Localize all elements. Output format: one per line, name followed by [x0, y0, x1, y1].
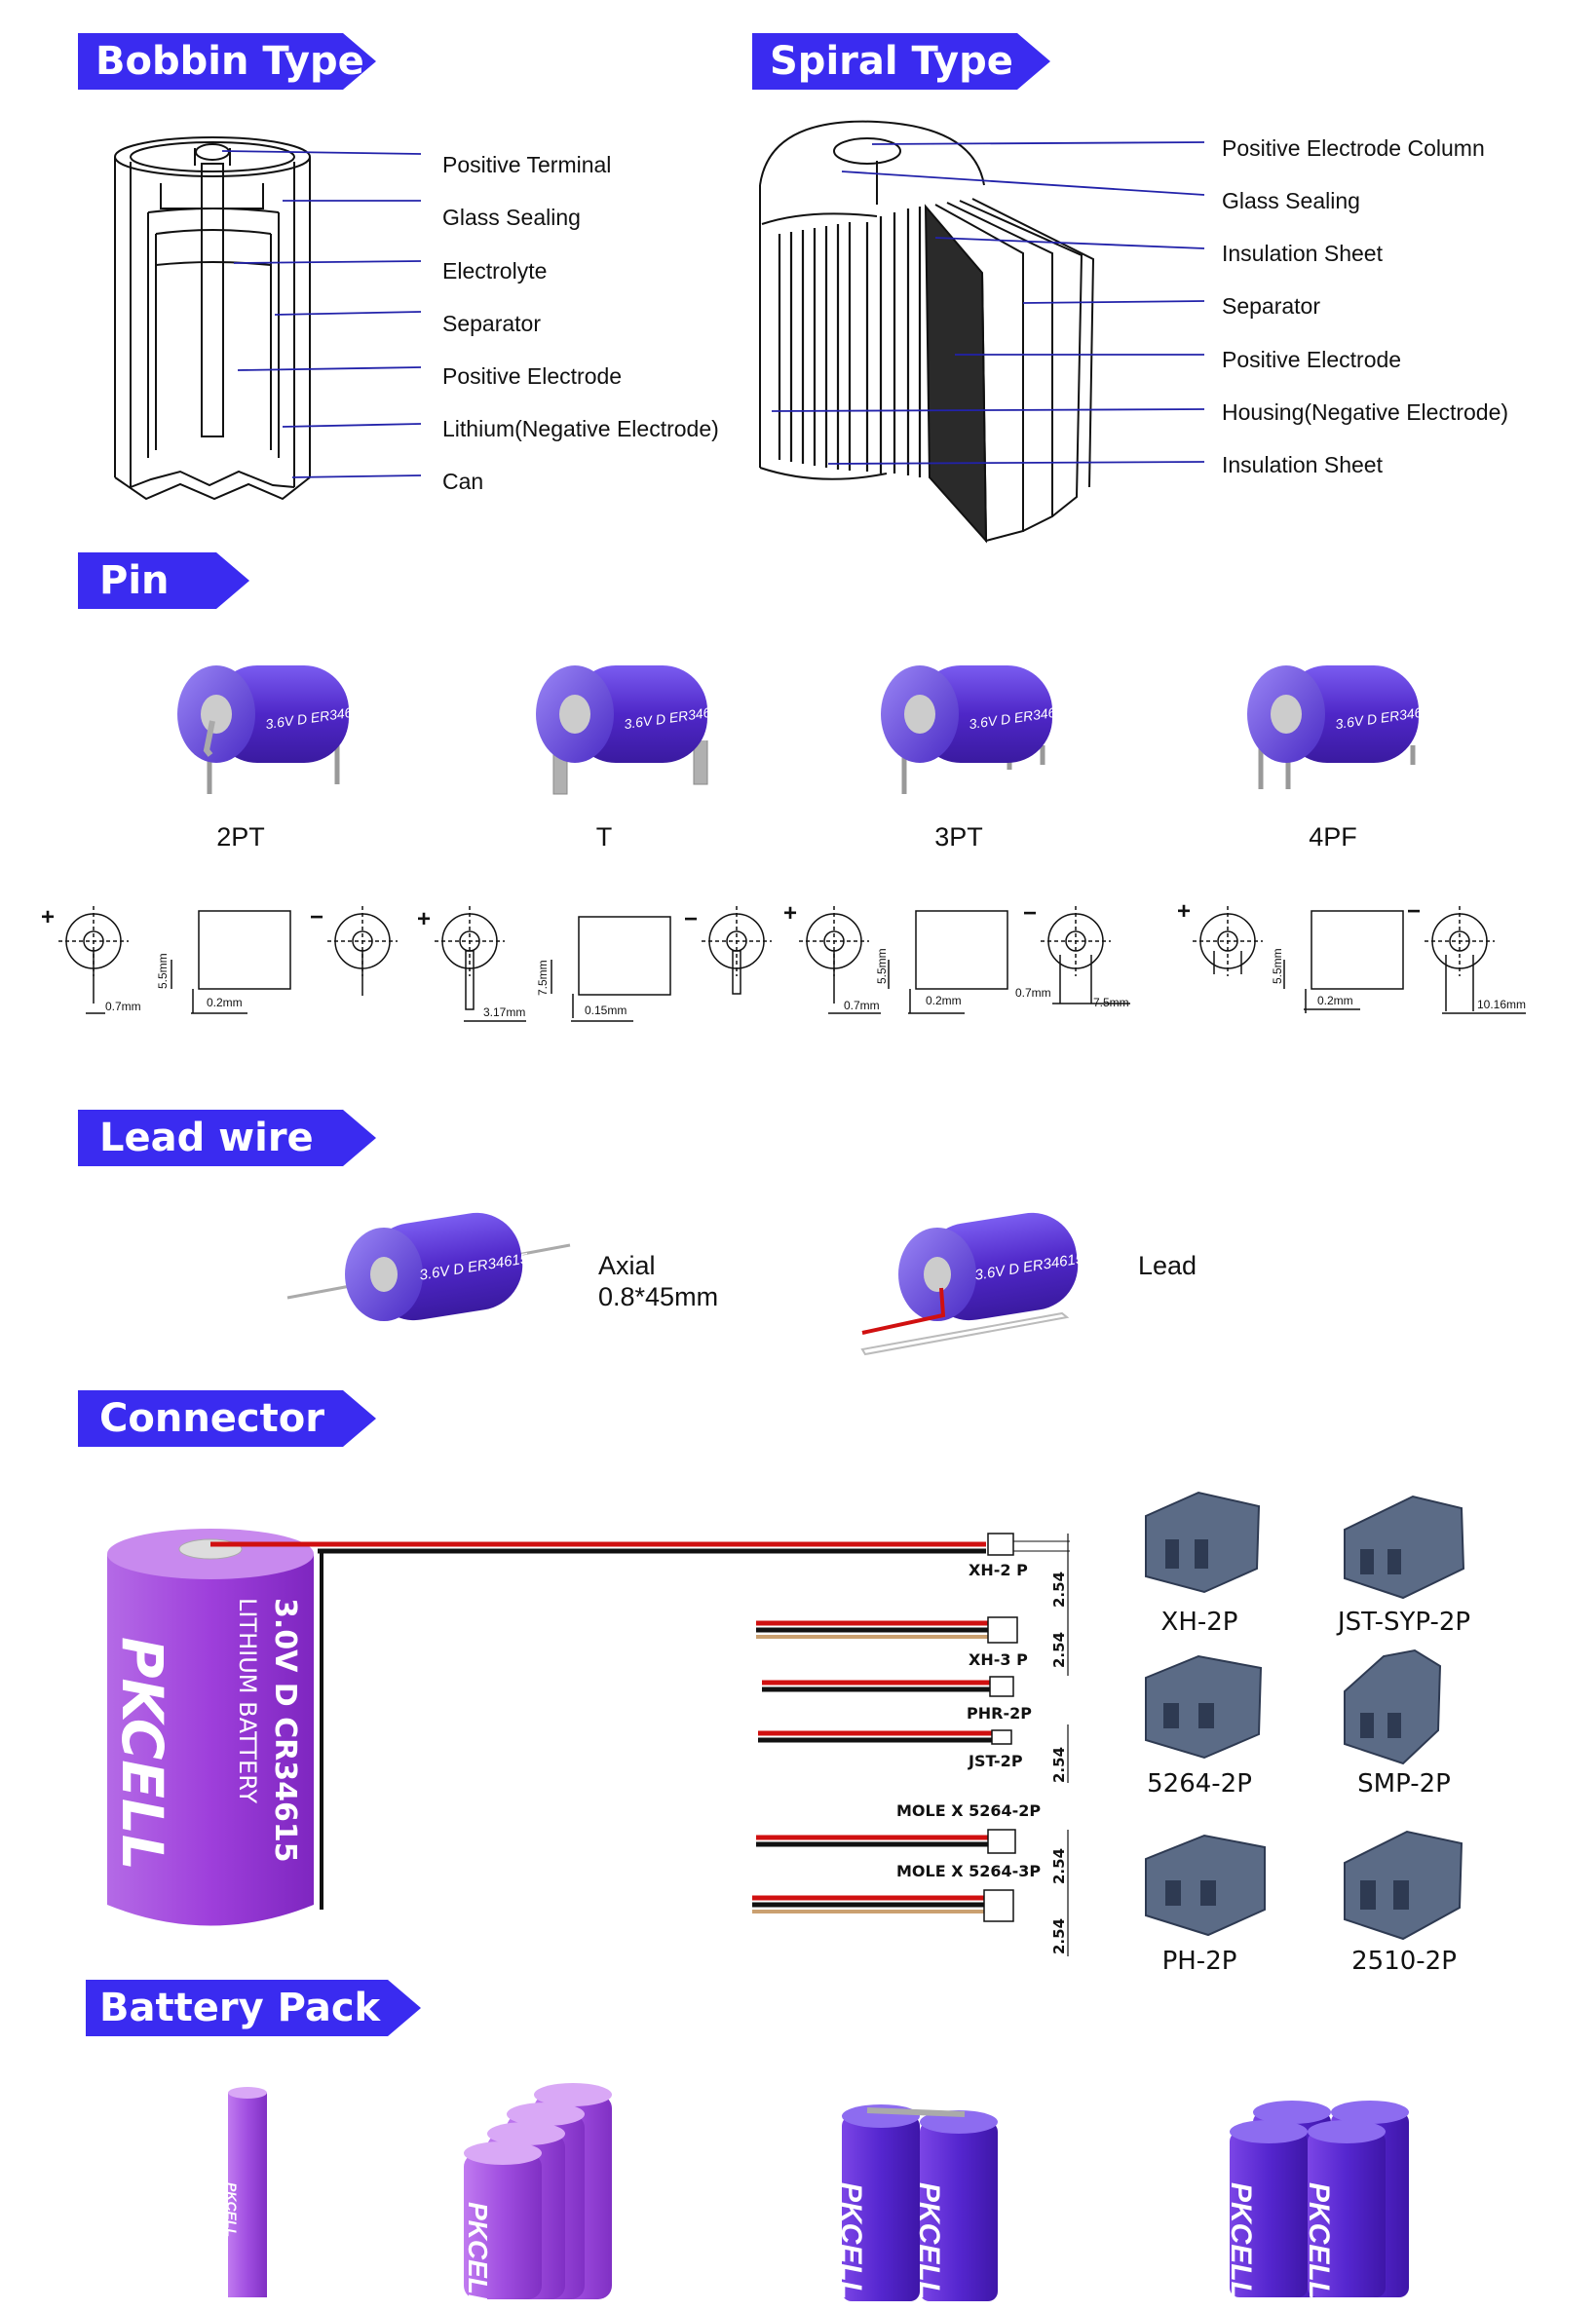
polarity-minus-3: −: [1023, 900, 1038, 927]
bobbin-label-positive-terminal: Positive Terminal: [442, 152, 612, 177]
pack-brand-stick: PKCELL: [224, 2182, 240, 2237]
big-battery-with-wires: [107, 1529, 1070, 1956]
polarity-plus-4: +: [1177, 898, 1192, 925]
wire-label-molex-5264-2p: MOLE X 5264-2P: [896, 1801, 1042, 1820]
spiral-cutaway-diagram: [759, 120, 1205, 544]
polarity-plus-3: +: [783, 900, 798, 927]
pack-brand-pair-1: PKCELL: [835, 2182, 867, 2299]
lead-wire-axial-size: 0.8*45mm: [598, 1282, 719, 1311]
polarity-minus-4: −: [1407, 898, 1422, 925]
bobbin-label-lithium: Lithium(Negative Electrode): [442, 416, 719, 441]
section-banner-connector: Connector: [78, 1390, 376, 1447]
spiral-label-housing: Housing(Negative Electrode): [1222, 399, 1509, 425]
polarity-plus-2: +: [417, 906, 432, 932]
dim-3-a: 0.7mm: [844, 999, 880, 1012]
dim-3-c: 0.7mm: [1015, 986, 1051, 1000]
spiral-label-separator: Separator: [1222, 293, 1321, 319]
wire-label-xh-2p: XH-2 P: [969, 1561, 1028, 1579]
pin-label-4pf: 4PF: [1309, 822, 1357, 852]
wire-label-jst-2p: JST-2P: [969, 1752, 1023, 1770]
wire-label-xh-3p: XH-3 P: [969, 1650, 1028, 1669]
dim-4-c: 10.16mm: [1477, 998, 1527, 1011]
pin-label-t: T: [595, 822, 613, 852]
lead-wire-lead-label: Lead: [1138, 1251, 1197, 1280]
spiral-label-glass-sealing: Glass Sealing: [1222, 188, 1360, 213]
wire-label-molex-5264-3p: MOLE X 5264-3P: [896, 1862, 1042, 1880]
section-banner-battery-pack: Battery Pack: [86, 1980, 421, 2036]
connector-housings: [1145, 1491, 1465, 1941]
pin-label-3pt: 3PT: [934, 822, 983, 852]
pack-brand-quad-1: PKCELL: [1225, 2182, 1257, 2299]
pin-label-2pt: 2PT: [216, 822, 265, 852]
bobbin-label-glass-sealing: Glass Sealing: [442, 205, 581, 230]
lead-wire-photos: [286, 1212, 1079, 1356]
dim-1-a: 0.7mm: [105, 1000, 141, 1013]
polarity-minus-1: −: [310, 904, 324, 930]
connector-label-xh-2p: XH-2P: [1160, 1608, 1238, 1637]
spiral-label-insulation-sheet-top: Insulation Sheet: [1222, 241, 1383, 266]
connector-label-smp-2p: SMP-2P: [1357, 1769, 1451, 1799]
polarity-minus-2: −: [684, 906, 699, 932]
dim-2-b: 0.15mm: [585, 1004, 627, 1017]
section-banner-lead-wire: Lead wire: [78, 1110, 376, 1166]
pin-battery-photos: [177, 665, 1419, 795]
bobbin-label-can: Can: [442, 469, 484, 494]
connector-label-2510-2p: 2510-2P: [1351, 1947, 1457, 1976]
wire-label-phr-2p: PHR-2P: [967, 1704, 1032, 1723]
bobbin-label-electrolyte: Electrolyte: [442, 258, 548, 284]
dim-2-a: 3.17mm: [483, 1005, 526, 1019]
dim-3-b: 0.2mm: [926, 994, 962, 1007]
spiral-label-positive-electrode: Positive Electrode: [1222, 347, 1402, 372]
bobbin-label-separator: Separator: [442, 311, 542, 336]
bobbin-cutaway-diagram: [114, 136, 422, 501]
spiral-label-insulation-sheet-bottom: Insulation Sheet: [1222, 452, 1383, 477]
section-banner-bobbin: Bobbin Type: [78, 33, 376, 90]
connector-label-ph-2p: PH-2P: [1161, 1947, 1237, 1976]
section-banner-spiral: Spiral Type: [752, 33, 1050, 90]
pack-brand-stack: PKCELL: [463, 2202, 493, 2311]
dim-3-d: 7.5mm: [1093, 996, 1129, 1009]
bobbin-label-positive-electrode: Positive Electrode: [442, 363, 623, 389]
dim-1-b: 0.2mm: [207, 996, 243, 1009]
section-banner-pin: Pin: [78, 552, 249, 609]
polarity-plus-1: +: [41, 904, 56, 930]
dim-4-b: 0.2mm: [1317, 994, 1353, 1007]
connector-label-jst-syp-2p: JST-SYP-2P: [1337, 1608, 1471, 1637]
pack-brand-pair-2: PKCELL: [913, 2182, 945, 2299]
connector-label-5264-2p: 5264-2P: [1147, 1769, 1252, 1799]
pack-brand-quad-2: PKCELL: [1303, 2182, 1335, 2299]
lead-wire-axial-label: Axial: [598, 1251, 656, 1280]
pin-dimension-drawings: [58, 906, 1526, 1022]
spiral-label-positive-electrode-column: Positive Electrode Column: [1222, 135, 1485, 161]
